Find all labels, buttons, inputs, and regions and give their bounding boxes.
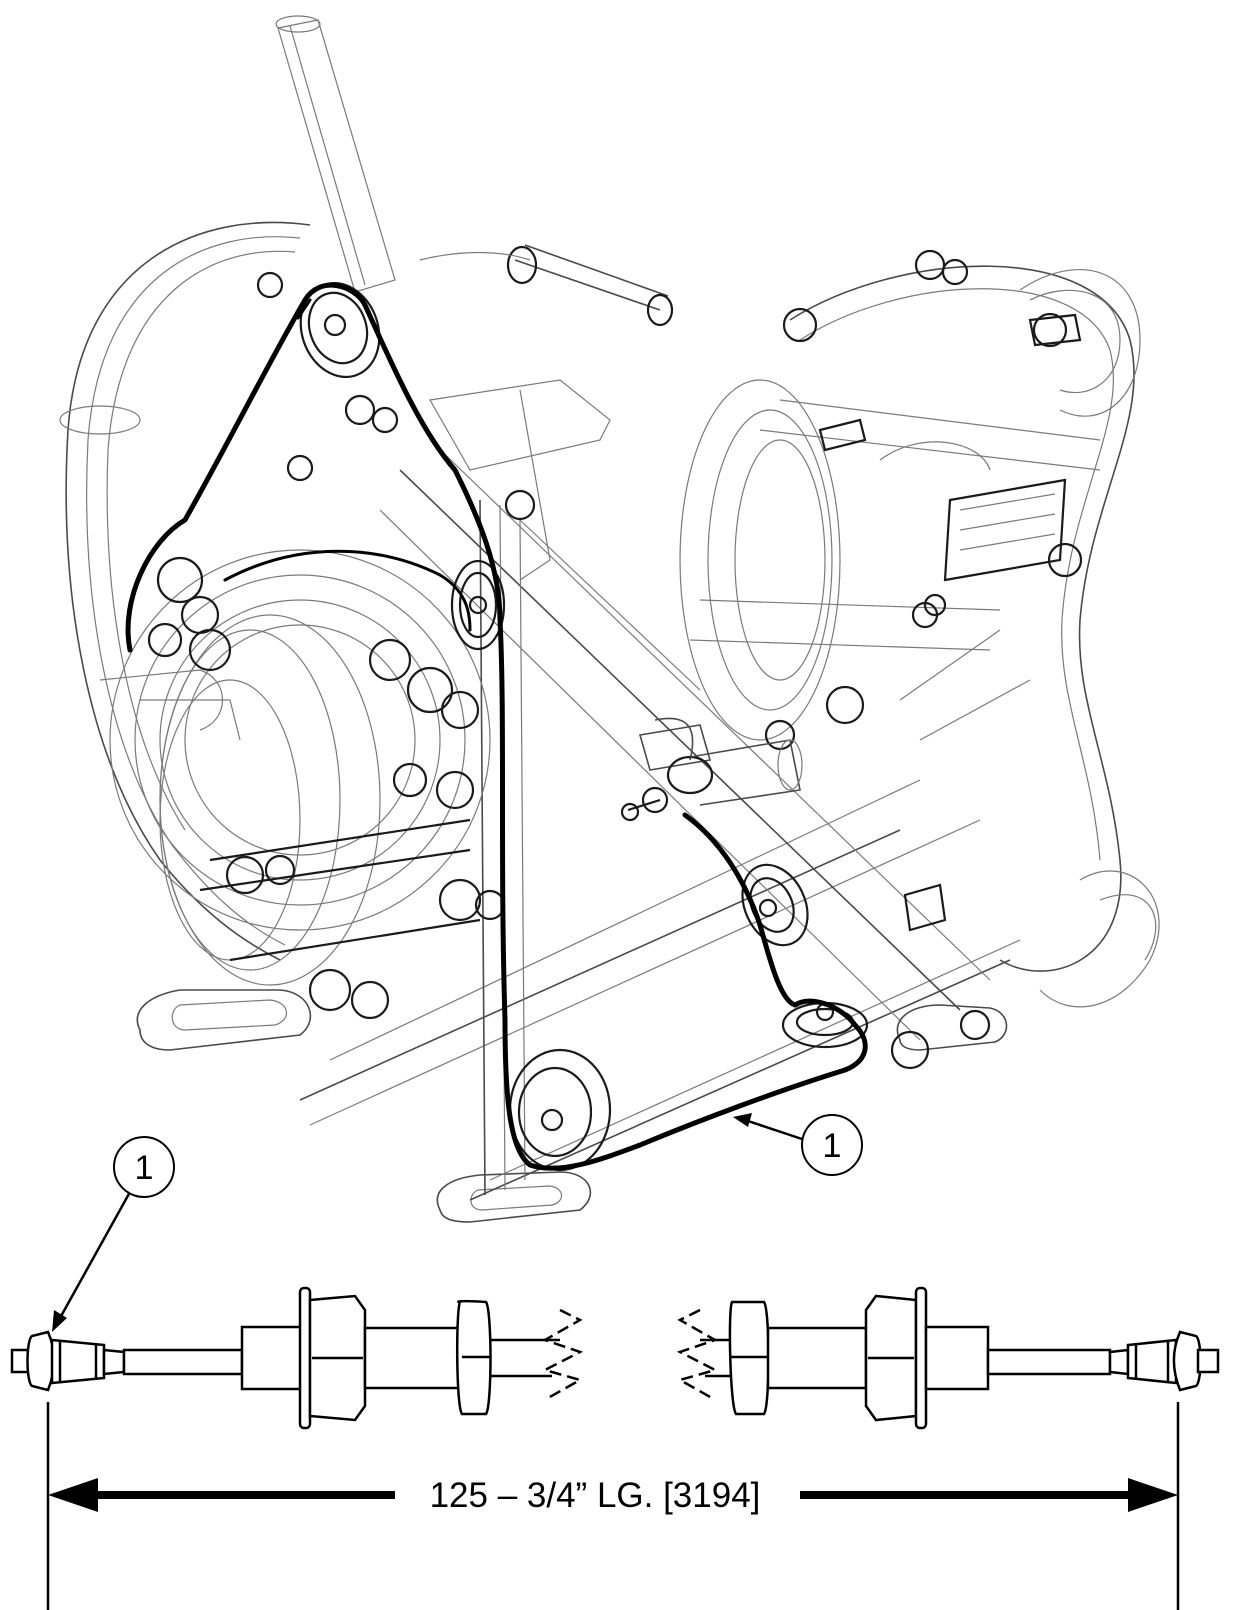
right-arm-assembly bbox=[679, 249, 1160, 1070]
length-dimension: 125 – 3/4” LG. [3194] bbox=[46, 1402, 1180, 1610]
dimension-label: 125 – 3/4” LG. [3194] bbox=[430, 1476, 761, 1515]
tension-bracket bbox=[620, 717, 803, 822]
cable-routing bbox=[125, 282, 868, 1171]
callout-number: 1 bbox=[135, 1149, 154, 1187]
callout-cable-routing: 1 bbox=[733, 1113, 863, 1176]
callout-number: 1 bbox=[823, 1127, 842, 1165]
cable-detail: 1 125 – 3/4” LG. [3194] bbox=[10, 1136, 1220, 1610]
callout-cable-end: 1 bbox=[52, 1136, 175, 1332]
cable-end-left bbox=[10, 1286, 584, 1430]
machine-frame bbox=[59, 15, 1160, 1223]
pulley-middle bbox=[450, 559, 506, 651]
left-hardware-cluster bbox=[99, 271, 536, 1020]
pulley-right-upper bbox=[741, 863, 809, 947]
cable-end-right bbox=[676, 1286, 1220, 1430]
